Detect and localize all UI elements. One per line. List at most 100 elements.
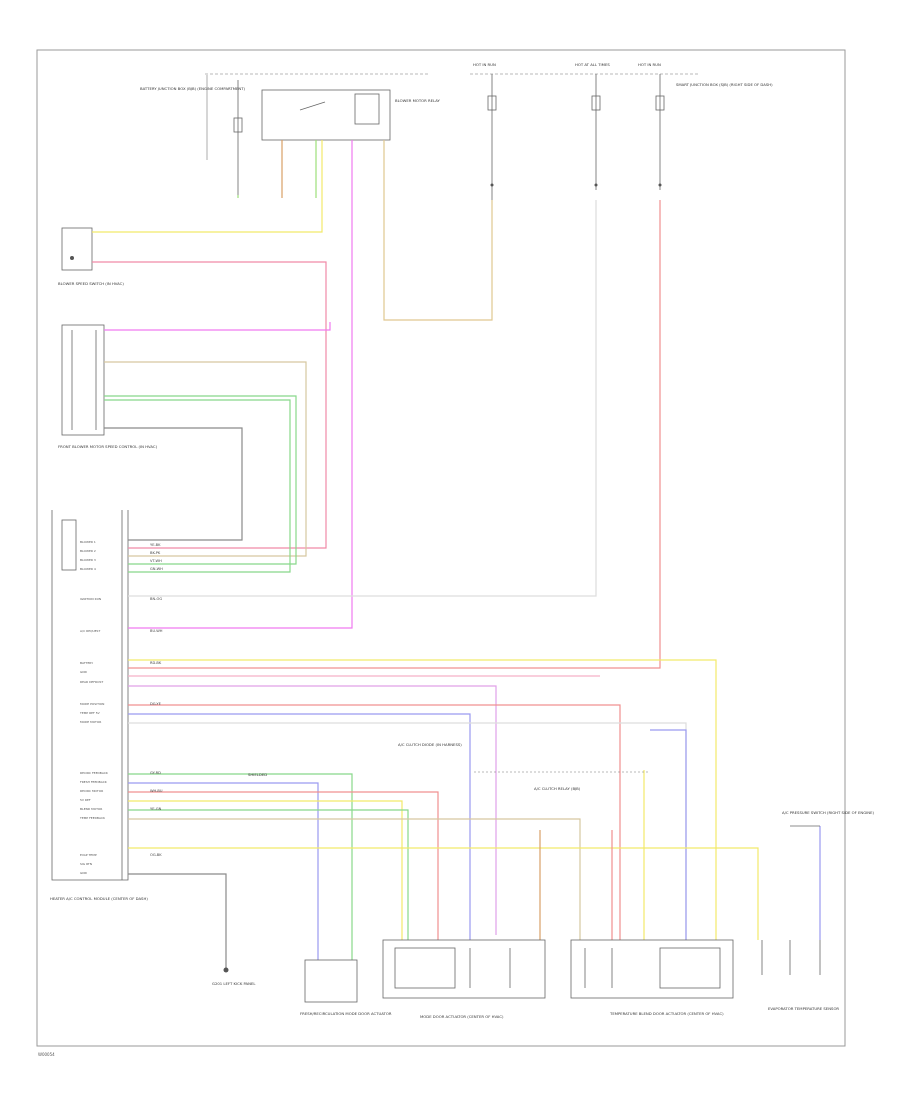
pin-label: BLOWER 2 [80,549,96,553]
wire-label: BU-WH [150,629,163,633]
wire-blue-3 [128,782,319,960]
speed-control-body [61,324,105,436]
pin-label: TEMP FEEDBACK [79,816,106,820]
diagram-frame [36,49,846,1047]
wire-magenta-2 [104,322,331,331]
wire-label: BK-PK [150,551,161,555]
fresh-recirc-actuator: FRESH/RECIRCULATION MODE DOOR ACTUATOR [300,959,392,1016]
pin-label: BLOWER 1 [80,540,96,544]
temp-blend-actuator: TEMPERATURE BLEND DOOR ACTUATOR (CENTER … [570,939,734,1016]
wire-lightgray-1 [128,200,597,597]
pin-label: BATTERY [80,661,93,665]
blower-speed-control: FRONT BLOWER MOTOR SPEED CONTROL (IN HVA… [58,324,158,449]
diode-label: A/C CLUTCH DIODE (IN HARNESS) [398,742,462,747]
blower-relay-label: BLOWER MOTOR RELAY [395,98,441,103]
wire-label: DG-YE [150,702,162,706]
wire-tan-1 [383,140,493,321]
temp-blend-label: TEMPERATURE BLEND DOOR ACTUATOR (CENTER … [609,1011,724,1016]
a-c-relay-note: A/C CLUTCH RELAY (BJB) [534,786,581,791]
hvac-pin-labels: BLOWER 1 BLOWER 2 BLOWER 3 BLOWER 4 IGNI… [79,540,109,875]
pin-label: IGNITION RUN [80,597,101,601]
relay-switch [299,101,326,111]
blower-switch-label: BLOWER SPEED SWITCH (IN HVAC) [58,281,124,286]
wire-blue-1 [128,713,471,940]
wire-pink-1 [92,261,327,549]
blower-relay-box [261,89,391,141]
mode-door-body [382,939,546,999]
wire-yellow-2 [128,659,717,940]
ground-label: G201 LEFT KICK PANEL [212,981,256,986]
mode-door-label: MODE DOOR ACTUATOR (CENTER OF HVAC) [420,1014,504,1019]
pin-label: GND [80,871,88,875]
pin-label: GND [80,670,88,674]
wire-red-3 [128,791,439,940]
pin-label: RECIRC FEEDBACK [80,771,109,775]
evap-temp-sensor: EVAPORATOR TEMPERATURE SENSOR [761,940,839,1011]
a-c-clutch-diode-note: A/C CLUTCH DIODE (IN HARNESS) [398,742,650,773]
pin-label: 5V REF [80,798,91,802]
pressure-switch-label: A/C PRESSURE SWITCH (RIGHT SIDE OF ENGIN… [782,810,875,815]
pin-label: REAR DEFROST [80,680,103,684]
pin-label: MODE POSITION [80,702,104,706]
wire-green-5 [128,809,409,940]
wire-label: GY-RD [150,771,161,775]
wire-label: YE-BK [150,543,161,547]
wire-yellow-1 [92,140,323,233]
fresh-recirc-body [304,959,358,1003]
pin-label: BLEND MOTOR [80,807,102,811]
bjb-label: BATTERY JUNCTION BOX (BJB) (ENGINE COMPA… [140,86,246,91]
hvac-module-body [51,510,129,881]
wire-magenta-1 [128,140,353,629]
switch-body [61,227,93,271]
wire-blue-2 [650,729,687,940]
wire-tan-3 [128,818,581,940]
wire-lightgray-2 [128,722,687,940]
pin-label: BLOWER 3 [80,558,96,562]
hvac-module-label: HEATER A/C CONTROL MODULE (CENTER OF DAS… [50,896,148,901]
battery-junction-box: BATTERY JUNCTION BOX (BJB) (ENGINE COMPA… [140,73,700,195]
wire-ground [128,873,227,968]
wire-label: BN-OG [150,597,162,601]
fuse3 [655,95,665,111]
a-c-relay-label: A/C CLUTCH RELAY (BJB) [534,786,581,791]
pin-label: SIG RTN [80,862,92,866]
pin-label: EVAP TEMP [80,853,97,857]
shield-label: SHIELDED [248,772,267,777]
relay-coil [354,93,380,125]
fuse2-label: HOT AT ALL TIMES [575,62,610,67]
wire-red-1 [128,200,661,669]
pin-label: RECIRC MOTOR [80,789,103,793]
pin-label: FRESH FEEDBACK [80,780,108,784]
evap-sensor-label: EVAPORATOR TEMPERATURE SENSOR [768,1006,839,1011]
mode-door-actuator: MODE DOOR ACTUATOR (CENTER OF HVAC) [382,939,546,1019]
fuse-column-3: HOT IN RUN SMART JUNCTION BOX (SJB) (RIG… [638,62,773,190]
hvac-internal-switch [61,519,77,571]
wire-label: YE-GN [150,807,162,811]
fuse1-label: HOT IN RUN [473,62,496,67]
wire-label: GN-WH [150,567,163,571]
fresh-recirc-label: FRESH/RECIRCULATION MODE DOOR ACTUATOR [300,1011,392,1016]
wire-green-2 [104,395,297,565]
wire-label: OG-BK [150,853,162,857]
wire-label-group: YE-BK BK-PK VT-WH GN-WH BN-OG BU-WH RD-B… [150,543,163,857]
wire-label: RD-BK [150,661,162,665]
fuse1 [487,95,497,111]
mode-motor [394,947,456,989]
wire-green-4 [128,773,353,960]
pin-label: MODE MOTOR [80,720,101,724]
fuse2 [591,95,601,111]
wire-gray-1 [104,427,243,541]
page-reference: W00054 [38,1052,55,1057]
hvac-control-module: HEATER A/C CONTROL MODULE (CENTER OF DAS… [50,510,148,901]
pin-label: BLOWER 4 [80,567,96,571]
fuse3-label: HOT IN RUN [638,62,661,67]
ground-symbol: G201 LEFT KICK PANEL [212,967,256,986]
wire-red-2 [128,704,621,940]
wire-yellow-4 [128,847,759,940]
wire-tan-2 [104,361,307,557]
blower-speed-switch: BLOWER SPEED SWITCH (IN HVAC) [58,227,124,286]
speed-control-label: FRONT BLOWER MOTOR SPEED CONTROL (IN HVA… [58,444,158,449]
fuse-column-2: HOT AT ALL TIMES [575,62,610,190]
wire-yellow-3 [128,800,403,940]
